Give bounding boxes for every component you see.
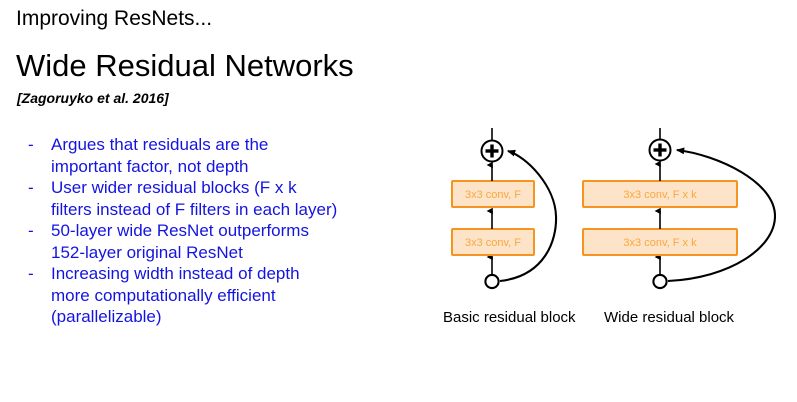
wide-residual-block-diagram: 3x3 conv, F x k 3x3 conv, F x k bbox=[582, 128, 777, 290]
list-item-label: User wider residual blocks (F x k filter… bbox=[51, 178, 338, 219]
conv-block-wide-1-label: 3x3 conv, F x k bbox=[623, 189, 697, 201]
basic-residual-block-caption: Basic residual block bbox=[443, 309, 576, 326]
slide-header: Improving ResNets... bbox=[16, 7, 213, 30]
conv-block-wide-1 bbox=[582, 180, 738, 208]
wide-residual-block-caption: Wide residual block bbox=[604, 309, 735, 326]
conv-block-basic-1-label: 3x3 conv, F bbox=[465, 189, 521, 201]
list-item-label: 50-layer wide ResNet outperforms 152-lay… bbox=[51, 221, 309, 262]
conv-block-wide-2-label: 3x3 conv, F x k bbox=[623, 237, 697, 249]
citation-reference: [Zagoruyko et al. 2016] bbox=[17, 90, 169, 106]
page-title: Wide Residual Networks bbox=[16, 48, 354, 83]
split-node-wide bbox=[652, 273, 668, 290]
basic-residual-block-diagram: 3x3 conv, F 3x3 conv, F bbox=[451, 128, 558, 290]
list-item: - Increasing width instead of depth more… bbox=[28, 263, 428, 328]
list-item: - 50-layer wide ResNet outperforms 152-l… bbox=[28, 220, 428, 263]
conv-block-basic-2 bbox=[451, 228, 535, 256]
list-item: - Argues that residuals are the importan… bbox=[28, 134, 428, 177]
list-item-label: Argues that residuals are the important … bbox=[51, 135, 269, 176]
skip-connection-curve-basic bbox=[499, 149, 558, 283]
bullet-dash-icon: - bbox=[28, 264, 34, 283]
sum-node-wide bbox=[648, 138, 672, 162]
list-item: - User wider residual blocks (F x k filt… bbox=[28, 177, 428, 220]
sum-node-basic bbox=[480, 139, 504, 163]
bullet-dash-icon: - bbox=[28, 221, 34, 240]
skip-connection-curve-wide bbox=[667, 147, 777, 283]
bullet-dash-icon: - bbox=[28, 178, 34, 197]
conv-block-basic-2-label: 3x3 conv, F bbox=[465, 237, 521, 249]
bullet-dash-icon: - bbox=[28, 135, 34, 154]
split-node-basic bbox=[484, 273, 500, 290]
bullet-list: - Argues that residuals are the importan… bbox=[28, 134, 428, 328]
conv-block-basic-1 bbox=[451, 180, 535, 208]
list-item-label: Increasing width instead of depth more c… bbox=[51, 264, 300, 326]
conv-block-wide-2 bbox=[582, 228, 738, 256]
